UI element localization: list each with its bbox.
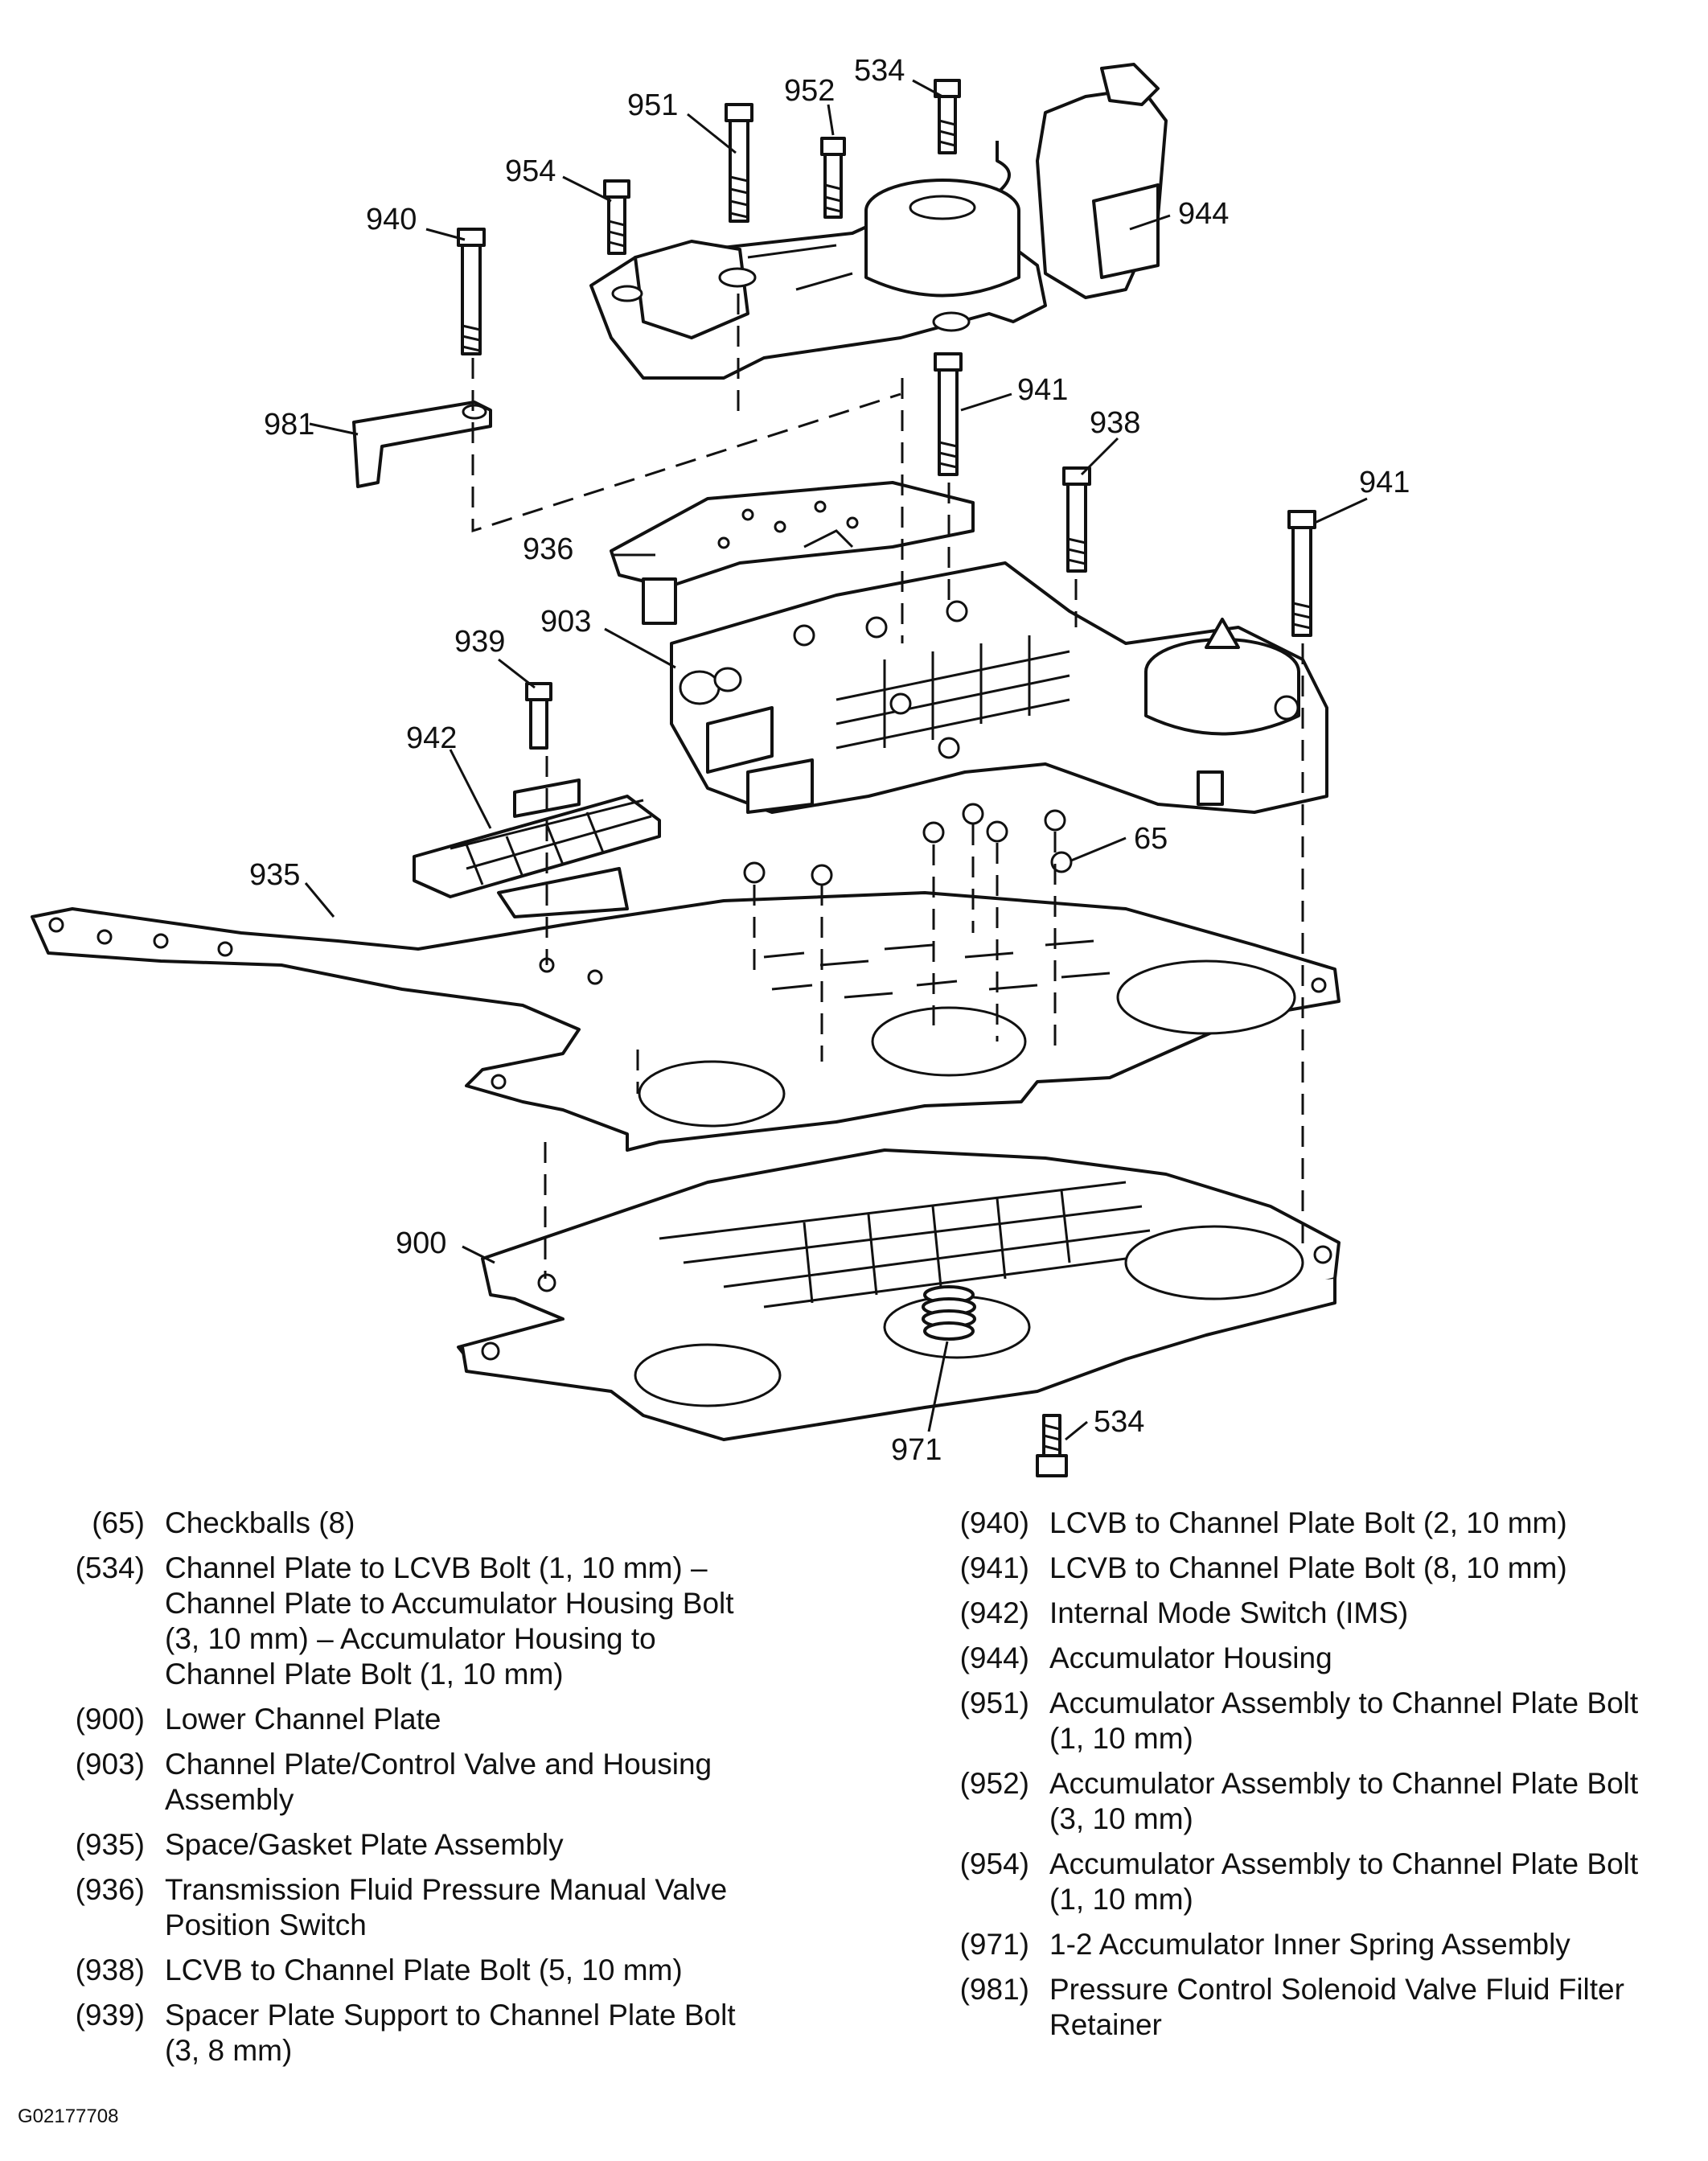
callout-981: 981: [264, 408, 314, 442]
legend-desc: LCVB to Channel Plate Bolt (2, 10 mm): [1049, 1506, 1567, 1539]
callout-939: 939: [454, 625, 505, 659]
legend-code: (903): [75, 1748, 145, 1781]
legend-code: (940): [959, 1506, 1029, 1539]
legend-desc: 1-2 Accumulator Inner Spring Assembly: [1049, 1928, 1570, 1961]
legend-item: (954) Accumulator Assembly to Channel Pla…: [917, 1847, 1708, 1917]
legend-item: (534) Channel Plate to LCVB Bolt (1, 10 m…: [32, 1551, 885, 1692]
callout-951: 951: [627, 88, 678, 122]
legend-item: (940) LCVB to Channel Plate Bolt (2, 10 m…: [917, 1506, 1708, 1541]
callout-65: 65: [1134, 822, 1168, 856]
callout-936: 936: [523, 532, 573, 566]
legend-column-left: (65) Checkballs (8) (534) Channel Plate to…: [32, 1506, 885, 2078]
legend-code: (939): [75, 1999, 145, 2032]
legend-item: (935) Space/Gasket Plate Assembly: [32, 1827, 885, 1863]
bolt-952: [820, 137, 846, 219]
legend-code: (952): [959, 1767, 1029, 1800]
bolt-941-right: [1287, 510, 1316, 637]
legend-item: (942) Internal Mode Switch (IMS): [917, 1596, 1708, 1631]
legend-item: (944) Accumulator Housing: [917, 1641, 1708, 1676]
accumulator-spring: [922, 1285, 976, 1341]
legend-code: (65): [92, 1506, 145, 1539]
legend-code: (944): [959, 1641, 1029, 1674]
filter-retainer: [352, 401, 492, 488]
legend-column-right: (940) LCVB to Channel Plate Bolt (2, 10 m…: [917, 1506, 1708, 2052]
callout-labels: 951 952 534 954 940 944 941 938 941 981 …: [249, 54, 1410, 1467]
legend-item: (938) LCVB to Channel Plate Bolt (5, 10 m…: [32, 1953, 885, 1988]
legend-desc: Checkballs (8): [165, 1506, 355, 1539]
legend-desc: Pressure Control Solenoid Valve Fluid Fi…: [1049, 1973, 1624, 2041]
callout-900: 900: [396, 1226, 446, 1260]
legend-item: (65) Checkballs (8): [32, 1506, 885, 1541]
legend-desc: Accumulator Assembly to Channel Plate Bo…: [1049, 1847, 1639, 1916]
legend-code: (971): [959, 1928, 1029, 1961]
callout-940: 940: [366, 203, 417, 236]
bolt-940: [457, 228, 486, 355]
legend-desc: Spacer Plate Support to Channel Plate Bo…: [165, 1999, 736, 2067]
legend-desc: LCVB to Channel Plate Bolt (5, 10 mm): [165, 1954, 683, 1986]
legend-desc: Transmission Fluid Pressure Manual Valve…: [165, 1873, 728, 1941]
leader-lines: [304, 79, 1368, 1441]
legend-item: (951) Accumulator Assembly to Channel Pla…: [917, 1686, 1708, 1756]
legend-code: (951): [959, 1686, 1029, 1719]
legend-item: (939) Spacer Plate Support to Channel Pla…: [32, 1998, 885, 2069]
legend-desc: Accumulator Housing: [1049, 1641, 1332, 1674]
alignment-lines: [471, 294, 1304, 1279]
legend-item: (936) Transmission Fluid Pressure Manual …: [32, 1872, 885, 1943]
lower-channel-plate: [457, 1148, 1341, 1441]
legend-code: (935): [75, 1828, 145, 1861]
bolt-534-top: [934, 79, 961, 154]
callout-935: 935: [249, 858, 300, 892]
legend-desc: Space/Gasket Plate Assembly: [165, 1828, 564, 1861]
legend-desc: Accumulator Assembly to Channel Plate Bo…: [1049, 1686, 1639, 1755]
bolt-939: [525, 682, 552, 750]
callout-941-center: 941: [1017, 373, 1068, 407]
callout-534-top: 534: [854, 54, 905, 88]
callout-944: 944: [1178, 197, 1229, 231]
legend-desc: LCVB to Channel Plate Bolt (8, 10 mm): [1049, 1551, 1567, 1584]
manual-valve-position-switch: [610, 481, 975, 625]
figure-id: G02177708: [18, 2106, 119, 2127]
control-valve-body: [670, 561, 1328, 814]
callout-942: 942: [406, 721, 457, 755]
legend-code: (941): [959, 1551, 1029, 1584]
callout-954: 954: [505, 154, 556, 188]
legend-desc: Channel Plate/Control Valve and Housing …: [165, 1748, 712, 1816]
legend-code: (954): [959, 1847, 1029, 1880]
exploded-view-diagram: 951 952 534 954 940 944 941 938 941 981 …: [31, 54, 1410, 1477]
bolt-954: [603, 179, 630, 255]
legend-code: (938): [75, 1954, 145, 1986]
legend-item: (903) Channel Plate/Control Valve and Hou…: [32, 1747, 885, 1818]
callout-534-bottom: 534: [1094, 1405, 1144, 1439]
accumulator-housing: [589, 63, 1168, 380]
legend-desc: Channel Plate to LCVB Bolt (1, 10 mm) – …: [165, 1551, 734, 1691]
legend-item: (941) LCVB to Channel Plate Bolt (8, 10 m…: [917, 1551, 1708, 1586]
checkballs: [626, 803, 1073, 1049]
callout-938: 938: [1090, 406, 1140, 440]
legend-item: (981) Pressure Control Solenoid Valve Flu…: [917, 1972, 1708, 2043]
spacer-gasket-plate: [31, 891, 1341, 1152]
legend-code: (981): [959, 1973, 1029, 2006]
legend-item: (952) Accumulator Assembly to Channel Pla…: [917, 1766, 1708, 1837]
legend-desc: Internal Mode Switch (IMS): [1049, 1596, 1409, 1629]
legend-desc: Lower Channel Plate: [165, 1703, 441, 1736]
bolt-941-center: [934, 352, 963, 476]
legend-code: (900): [75, 1703, 145, 1736]
callout-903: 903: [540, 605, 591, 639]
legend-code: (942): [959, 1596, 1029, 1629]
legend-item: (971) 1-2 Accumulator Inner Spring Assemb…: [917, 1927, 1708, 1962]
bolt-938: [1062, 466, 1091, 573]
callout-941-right: 941: [1359, 466, 1410, 499]
callout-971: 971: [891, 1433, 942, 1467]
legend-code: (936): [75, 1873, 145, 1906]
internal-mode-switch: [413, 779, 661, 918]
bolt-951: [725, 103, 753, 223]
legend-desc: Accumulator Assembly to Channel Plate Bo…: [1049, 1767, 1639, 1835]
bolt-534-bottom: [1036, 1414, 1068, 1477]
legend-code: (534): [75, 1551, 145, 1584]
callout-952: 952: [784, 74, 835, 108]
legend-item: (900) Lower Channel Plate: [32, 1702, 885, 1737]
